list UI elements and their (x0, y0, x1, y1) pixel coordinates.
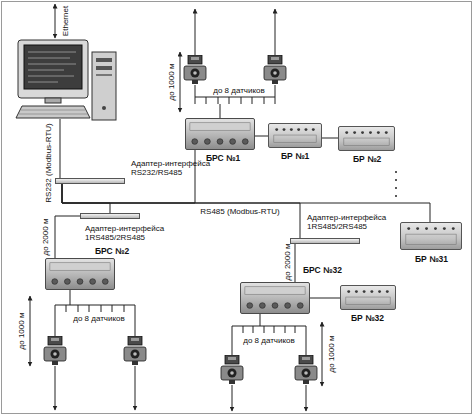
relay-unit: БР №31 (400, 222, 462, 250)
device-detail (341, 286, 395, 309)
dimension-label: Ethernet (61, 6, 70, 36)
indicator-led (443, 227, 446, 230)
indicator-led (434, 227, 437, 230)
device-panel (344, 138, 389, 145)
device-detail (46, 259, 114, 289)
indicator-led (378, 290, 381, 293)
indicator-led (353, 131, 356, 134)
bus-wire (55, 216, 80, 258)
indicator-led (425, 227, 428, 230)
device-panel (274, 135, 316, 142)
device-label: БР №2 (353, 155, 395, 164)
sensor-group (180, 9, 275, 118)
device-label: БРС №1 (206, 154, 256, 163)
bus-wire (255, 136, 268, 137)
interface-adapter: Адаптер-интерфейса 1RS485/2RS485 (80, 213, 140, 219)
device-detail (56, 179, 124, 183)
device-panel (50, 263, 110, 271)
sensor-group (30, 290, 135, 410)
indicator-led (407, 227, 410, 230)
dimension-label: до 2000 м (41, 219, 50, 256)
indicator-led (386, 290, 389, 293)
indicator-led (452, 227, 455, 230)
note-label: до 8 датчиков (67, 314, 131, 323)
device-label: БР №31 (415, 255, 463, 264)
bus-wire (310, 298, 340, 299)
dimension-label: до 1000 м (167, 64, 176, 101)
device-label: БРС №2 (95, 247, 145, 256)
indicator-led (345, 131, 348, 134)
indicator-led (385, 131, 388, 134)
cable-gland (242, 139, 248, 145)
device-detail (269, 124, 321, 147)
device-detail (81, 214, 139, 218)
continuation-dots (395, 171, 397, 197)
bus-wire (62, 184, 110, 213)
cable-gland (247, 303, 253, 309)
device-detail (401, 223, 461, 249)
computer (16, 4, 116, 178)
indicator-led (355, 290, 358, 293)
cable-gland (204, 139, 210, 145)
cable-gland (230, 139, 236, 145)
cable-gland (102, 279, 108, 285)
cable-gland (217, 139, 223, 145)
indicator-led (347, 290, 350, 293)
dimension-label: до 1000 м (17, 313, 26, 350)
indicator-led (305, 128, 308, 131)
device-panel (406, 234, 456, 244)
device-label: Адаптер-интерфейса 1RS485/2RS485 (85, 224, 177, 242)
note-label: до 8 датчиков (237, 336, 301, 345)
note-label: RS485 (Modbus-RTU) (195, 207, 285, 216)
cable-gland (90, 279, 96, 285)
indicator-led (290, 128, 293, 131)
indicator-led (275, 128, 278, 131)
indicator-led (283, 128, 286, 131)
cable-gland (64, 279, 70, 285)
indicator-led (312, 128, 315, 131)
relay-unit: БР №1 (268, 123, 322, 148)
sensor-group (232, 314, 322, 411)
device-detail (241, 283, 309, 313)
signal-unit: БРС №1 (185, 118, 255, 150)
device-label: Адаптер-интерфейса RS232/RS485 (131, 159, 215, 177)
dimension-label: до 1000 м (327, 336, 336, 373)
device-panel (346, 297, 390, 304)
bus-wire (322, 138, 338, 139)
dimension-label: до 2000 м (283, 244, 292, 281)
cable-gland (285, 303, 291, 309)
device-detail (291, 239, 359, 243)
device-panel (190, 123, 250, 131)
indicator-led (361, 131, 364, 134)
indicator-led (377, 131, 380, 134)
signal-unit: БРС №2 (45, 258, 115, 290)
note-label: до 8 датчиков (207, 86, 271, 95)
indicator-led (369, 131, 372, 134)
indicator-led (370, 290, 373, 293)
indicator-led (363, 290, 366, 293)
relay-unit: БР №2 (338, 126, 395, 151)
cable-gland (52, 279, 58, 285)
indicator-led (297, 128, 300, 131)
interface-adapter: Адаптер-интерфейса RS232/RS485 (55, 178, 125, 184)
device-label: БР №32 (351, 314, 397, 323)
device-label: БР №1 (281, 152, 323, 161)
signal-unit: БРС №32 (240, 282, 310, 314)
device-detail (339, 127, 394, 150)
cable-gland (297, 303, 303, 309)
device-label: БРС №32 (303, 266, 355, 275)
interface-adapter: Адаптер-интерфейса 1RS485/2RS485 (290, 238, 360, 244)
cable-gland (272, 303, 278, 309)
device-label: Адаптер-интерфейса 1RS485/2RS485 (307, 213, 399, 231)
relay-unit: БР №32 (340, 285, 396, 310)
dimension-label: RS232 (Modbus-RTU) (44, 123, 53, 202)
bus-wire (295, 244, 296, 282)
cable-gland (259, 303, 265, 309)
cable-gland (77, 279, 83, 285)
device-detail (186, 119, 254, 149)
cable-gland (192, 139, 198, 145)
device-panel (245, 287, 305, 295)
indicator-led (416, 227, 419, 230)
